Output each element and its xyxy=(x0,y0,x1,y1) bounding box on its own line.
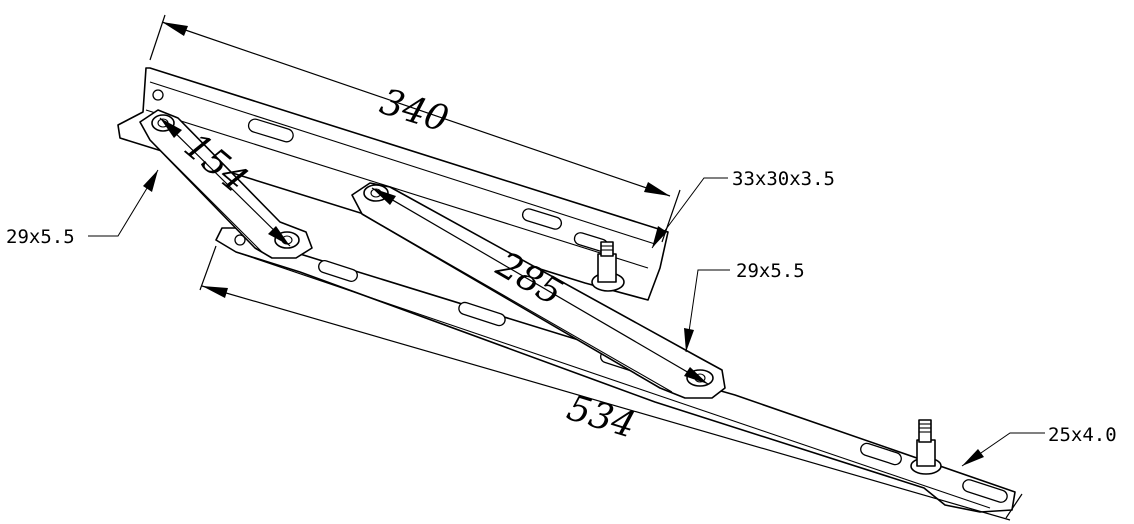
dimension-340-label: 340 xyxy=(375,81,453,140)
dimension-154 xyxy=(159,117,291,247)
dimension-534-label: 534 xyxy=(562,387,640,446)
callout-short-arm-section: 29x5.5 xyxy=(6,226,75,248)
callout-angle-profile: 33x30x3.5 xyxy=(732,168,835,190)
callout-short-arm-leader xyxy=(88,169,159,237)
callout-bottom-bar-section: 25x4.0 xyxy=(1048,424,1117,446)
callout-long-arm-leader xyxy=(684,269,730,353)
dimension-340 xyxy=(149,14,681,243)
callout-long-arm-section: 29x5.5 xyxy=(736,260,805,282)
callout-bottom-bar-leader xyxy=(961,432,1045,467)
short-arm xyxy=(139,109,313,259)
angle-bracket xyxy=(117,67,669,301)
dimension-285 xyxy=(371,187,709,385)
callout-angle-profile-leader xyxy=(651,177,728,249)
long-arm xyxy=(351,182,726,399)
dimension-534 xyxy=(199,245,1023,521)
bottom-bar xyxy=(215,227,1016,513)
